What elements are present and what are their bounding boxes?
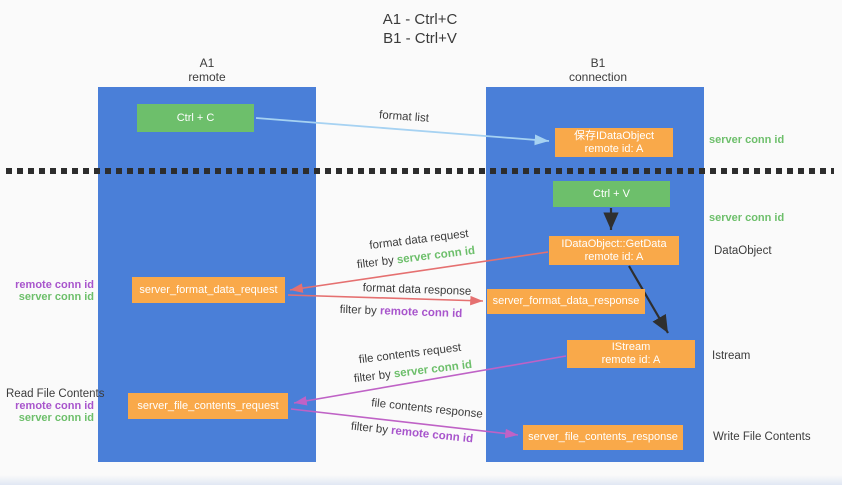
node-ctrl-v: Ctrl + V: [553, 181, 670, 207]
lifeline-header-a1: A1 remote: [137, 56, 277, 84]
node-file-request-label: server_file_contents_request: [137, 399, 279, 412]
node-ctrl-c: Ctrl + C: [137, 104, 254, 132]
title-line-2: B1 - Ctrl+V: [383, 30, 457, 47]
filter-by-text: filter by: [356, 254, 398, 272]
label-group-format: remote conn id server conn id: [8, 279, 94, 303]
label-group-file: Read File Contents remote conn id server…: [6, 388, 105, 424]
lifeline-a1-name: A1: [199, 56, 215, 70]
arrow-label-filter-by-remote-1: filter by remote conn id: [339, 304, 462, 320]
node-server-file-contents-request: server_file_contents_request: [128, 393, 288, 419]
node-ctrl-c-label: Ctrl + C: [176, 111, 215, 124]
node-save-idataobject-line2: remote id: A: [584, 142, 644, 155]
dashed-separator: [6, 168, 834, 174]
label-istream: Istream: [712, 350, 751, 362]
remote-conn-id-text: remote conn id: [390, 424, 474, 446]
label-remote-conn-id-1: remote conn id: [15, 279, 94, 291]
diagram-title: A1 - Ctrl+C B1 - Ctrl+V: [300, 10, 540, 48]
label-server-conn-id-2: server conn id: [18, 412, 94, 424]
lifeline-header-b1: B1 connection: [528, 56, 668, 84]
node-istream-line1: IStream: [611, 341, 651, 353]
title-line-1: A1 - Ctrl+C: [382, 11, 458, 28]
node-server-format-data-request: server_format_data_request: [132, 277, 285, 303]
label-server-conn-id-mid: server conn id: [709, 212, 785, 224]
lifeline-b1-name: B1: [590, 56, 606, 70]
node-file-response-label: server_file_contents_response: [528, 431, 678, 443]
label-write-file-contents: Write File Contents: [713, 431, 811, 443]
filter-by-text: filter by: [339, 303, 381, 318]
label-dataobject: DataObject: [714, 245, 772, 257]
bottom-fade-strip: [0, 475, 842, 485]
server-conn-id-text: server conn id: [396, 244, 476, 267]
node-idataobject-getdata: IDataObject::GetData remote id: A: [549, 236, 679, 265]
node-ctrl-v-label: Ctrl + V: [593, 187, 630, 200]
arrow-label-file-contents-response: file contents response: [370, 397, 484, 421]
node-format-request-label: server_format_data_request: [139, 283, 278, 296]
node-getdata-line1: IDataObject::GetData: [561, 237, 667, 250]
arrow-label-format-list: format list: [378, 109, 430, 125]
node-save-idataobject: 保存IDataObject remote id: A: [555, 128, 673, 157]
label-remote-conn-id-2: remote conn id: [15, 400, 94, 412]
node-server-file-contents-response: server_file_contents_response: [523, 425, 683, 450]
node-istream-line2: remote id: A: [601, 354, 661, 366]
node-server-format-data-response: server_format_data_response: [487, 289, 645, 314]
arrow-label-format-data-response: format data response: [362, 282, 472, 298]
arrow-label-filter-by-remote-2: filter by remote conn id: [350, 421, 473, 446]
label-server-conn-id-top: server conn id: [709, 134, 785, 146]
server-conn-id-text: server conn id: [393, 358, 473, 381]
filter-by-text: filter by: [350, 420, 392, 437]
node-istream: IStream remote id: A: [567, 340, 695, 368]
label-read-file-contents: Read File Contents: [6, 388, 105, 400]
lifeline-a1-role: remote: [188, 70, 226, 84]
label-server-conn-id-1: server conn id: [18, 291, 94, 303]
node-getdata-line2: remote id: A: [584, 250, 644, 263]
filter-by-text: filter by: [353, 368, 395, 386]
remote-conn-id-text: remote conn id: [379, 305, 463, 321]
node-save-idataobject-line1: 保存IDataObject: [573, 129, 655, 142]
node-format-response-label: server_format_data_response: [492, 295, 640, 307]
lifeline-b1-role: connection: [568, 70, 628, 84]
